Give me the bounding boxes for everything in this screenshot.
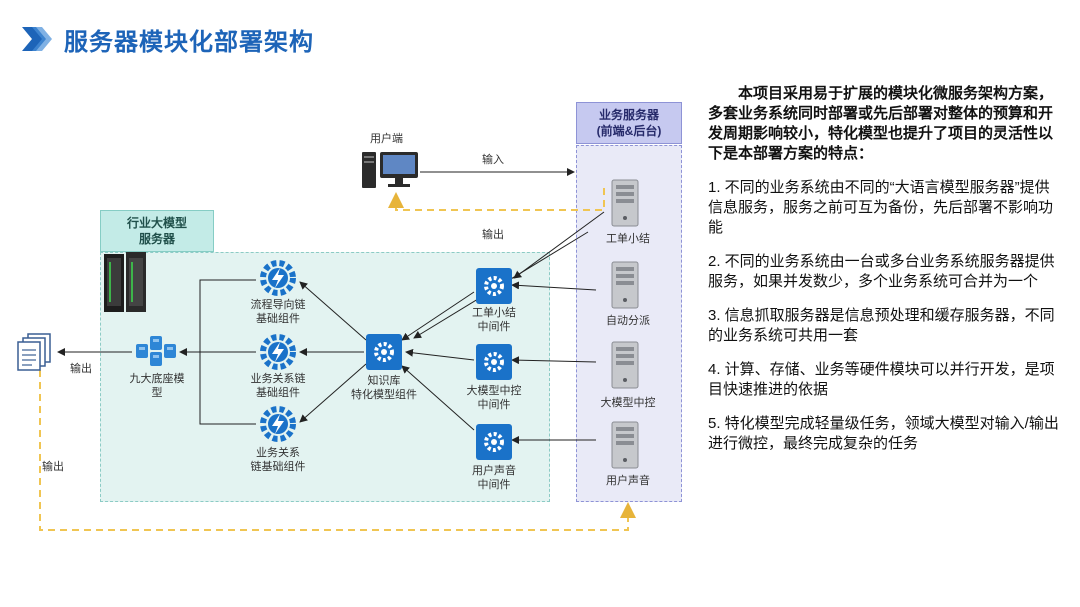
knowledge-to-biz2	[299, 363, 367, 423]
ticket-summary-mw-icon	[476, 268, 512, 304]
computer-icon	[362, 152, 418, 188]
user-voice-mw-label: 用户声音 中间件	[472, 465, 516, 491]
biz-relation2-label: 业务关系 链基础组件	[250, 447, 306, 473]
knowledge-to-flow	[299, 281, 367, 341]
output-left-label: 输出	[70, 363, 92, 375]
server-tower-icon-2	[611, 261, 639, 309]
output-top-label: 输出	[482, 229, 504, 241]
base-model-label: 九大底座模 型	[129, 373, 185, 399]
description-point-4: 4. 计算、存储、业务等硬件模块可以并行开发，是项目快速推进的依据	[708, 361, 1055, 398]
s3-to-control-mw	[511, 356, 597, 365]
biz-relation2-gear-icon	[260, 406, 296, 442]
server-4-label: 用户声音	[606, 475, 650, 487]
ticket-summary-mw-label: 工单小结 中间件	[472, 307, 516, 333]
industry-model-server-label: 行业大模型 服务器	[100, 210, 214, 252]
documents-icon	[17, 333, 51, 371]
flow-guide-label: 流程导向链 基础组件	[250, 299, 306, 325]
server-1-label: 工单小结	[606, 233, 650, 245]
biz-relation-gear-icon	[260, 334, 296, 370]
s1-to-ticket-mw	[513, 211, 605, 279]
control-mw-to-knowledge	[405, 348, 475, 361]
knowledge-base-label: 知识库 特化模型组件	[351, 375, 417, 401]
model-cluster-icon	[136, 336, 176, 366]
industry-model-zone	[100, 252, 550, 502]
description-point-3: 3. 信息抓取服务器是信息预处理和缓存服务器，不同的业务系统可共用一套	[708, 307, 1055, 344]
server-tower-icon-3	[611, 341, 639, 389]
server-2-label: 自动分派	[606, 315, 650, 327]
model-control-mw-label: 大模型中控 中间件	[466, 385, 522, 411]
page-title: 服务器模块化部署架构	[64, 29, 314, 56]
server-rack-icon	[104, 252, 146, 312]
biz-relation-label: 业务关系链 基础组件	[250, 373, 306, 399]
voice-mw-to-knowledge	[401, 365, 475, 431]
user-voice-mw-icon	[476, 424, 512, 460]
business-server-label: 业务服务器 (前端&后台)	[576, 102, 682, 144]
description-point-2: 2. 不同的业务系统由一台或多台业务系统服务器提供服务，如果并发数少，多个业务系…	[708, 253, 1055, 290]
description-point-5: 5. 特化模型完成轻量级任务，领域大模型对输入/输出进行微控，最终完成复杂的任务	[708, 415, 1059, 452]
description-intro: 本项目采用易于扩展的模块化微服务架构方案，多套业务系统同时部署或先后部署对整体的…	[708, 85, 1054, 162]
s2-to-ticket-mw	[511, 281, 597, 291]
flow-guide-gear-icon	[260, 260, 296, 296]
server-3-label: 大模型中控	[600, 397, 656, 409]
knowledge-base-icon	[366, 334, 402, 370]
user-terminal-label: 用户端	[370, 133, 403, 145]
title-chevron-icon	[22, 27, 52, 51]
output-bottom-dashed	[39, 370, 636, 531]
server-tower-icon-4	[611, 421, 639, 469]
server-tower-icon-1	[611, 179, 639, 227]
model-control-mw-icon	[476, 344, 512, 380]
output-bottom-label: 输出	[42, 461, 64, 473]
description-point-1: 1. 不同的业务系统由不同的“大语言模型服务器”提供信息服务，服务之前可互为备份…	[708, 179, 1054, 236]
ticket-mw-to-knowledge	[401, 291, 475, 341]
output-top-dashed	[388, 188, 605, 211]
input-label: 输入	[482, 154, 504, 166]
description-panel: 本项目采用易于扩展的模块化微服务架构方案，多套业务系统同时部署或先后部署对整体的…	[708, 84, 1060, 468]
